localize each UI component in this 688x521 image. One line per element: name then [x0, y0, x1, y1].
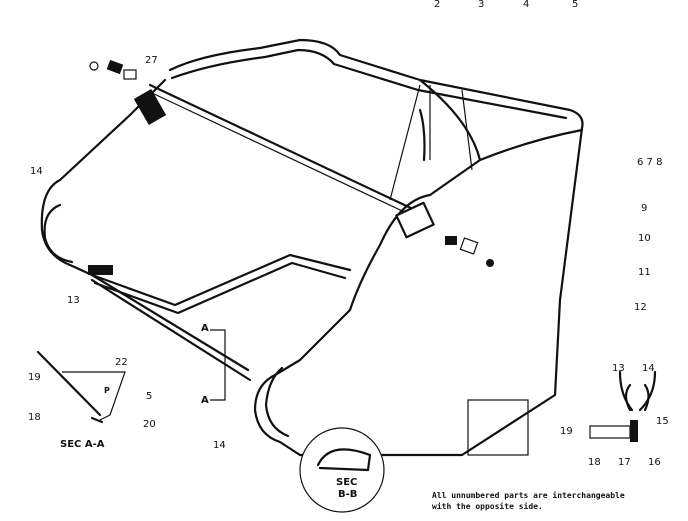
sec-aa-label-19: 19: [28, 372, 41, 383]
sec-aa-rod: [36, 350, 102, 417]
label-2: 2: [434, 0, 441, 10]
label-4: 4: [523, 0, 530, 10]
right-bracket: [395, 201, 435, 239]
left-bracket: [133, 89, 167, 125]
detail-label-16: 16: [648, 457, 661, 468]
label-a-lower: A: [201, 395, 209, 406]
bag-left-side: [40, 78, 250, 372]
note-line-2: with the opposite side.: [432, 502, 543, 511]
label-14-bottom: 14: [213, 440, 226, 451]
front-hoop: [253, 373, 302, 457]
lower-frame: [90, 253, 352, 307]
section-a-marker: [210, 329, 226, 401]
sec-aa-label-20: 20: [143, 419, 156, 430]
bag-front-panel: [273, 78, 482, 377]
label-27: 27: [145, 55, 158, 66]
label-9: 9: [641, 203, 648, 214]
sec-aa-title: SEC A-A: [60, 439, 105, 450]
label-a-upper: A: [201, 323, 209, 334]
detail-clip: [618, 370, 657, 412]
detail-label-13: 13: [612, 363, 625, 374]
left-hoop: [43, 203, 74, 264]
sec-bb-title: SEC: [336, 477, 358, 488]
label-12: 12: [634, 302, 647, 313]
bag-right-side: [298, 126, 584, 457]
spring: [418, 108, 426, 162]
detail-label-18: 18: [588, 457, 601, 468]
sec-aa-label-18: 18: [28, 412, 41, 423]
label-10: 10: [638, 233, 651, 244]
spacer-right-icon: [445, 236, 457, 245]
detail-label-19: 19: [560, 426, 573, 437]
detail-label-14: 14: [642, 363, 655, 374]
bag-panel: [467, 399, 529, 456]
detail-bolt: [589, 425, 631, 439]
cross-rod: [148, 83, 417, 212]
detail-label-15: 15: [656, 416, 669, 427]
detail-label-17: 17: [618, 457, 631, 468]
sec-aa-label-5: 5: [146, 391, 153, 402]
handle-links: [389, 84, 473, 201]
rear-frame-bar: [168, 38, 584, 130]
label-13-left: 13: [67, 295, 80, 306]
label-5: 5: [572, 0, 579, 10]
sec-aa-label-22: 22: [115, 357, 128, 368]
sec-aa-inset-letter: P: [104, 386, 110, 395]
nut-icon: [89, 61, 99, 71]
sec-bb-subtitle: B-B: [338, 489, 358, 500]
label-14-left: 14: [30, 166, 43, 177]
label-6-7-8: 6 7 8: [637, 157, 663, 168]
label-3: 3: [478, 0, 485, 10]
label-11: 11: [638, 267, 651, 278]
note-line-1: All unnumbered parts are interchangeable: [432, 491, 625, 500]
spacer-icon: [106, 59, 124, 75]
nut-right-icon: [486, 259, 494, 267]
interchangeable-note: All unnumbered parts are interchangeable…: [432, 490, 625, 512]
